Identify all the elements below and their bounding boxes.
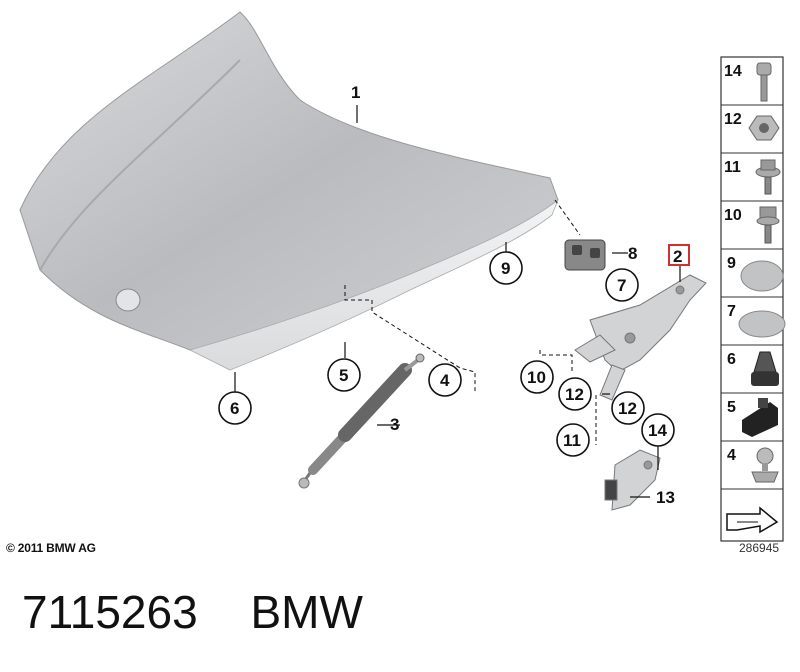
round-pad-icon-2 — [738, 310, 786, 338]
arrow-icon — [726, 506, 779, 534]
callout-14-circle — [641, 413, 675, 447]
callout-12a: 12 — [565, 385, 584, 404]
legend-number-11: 11 — [724, 159, 741, 176]
legend-number-4: 4 — [727, 447, 736, 464]
callout-4-circle — [428, 363, 462, 397]
legend-number-6: 6 — [727, 351, 736, 368]
callout-12b: 12 — [618, 399, 637, 418]
legend-number-7: 7 — [727, 303, 736, 320]
callout-11: 11 — [563, 431, 581, 450]
callout-7: 7 — [617, 276, 626, 295]
callout-6-circle — [218, 391, 252, 425]
gas-strut-illustration — [298, 353, 425, 489]
legend-number-10: 10 — [724, 207, 742, 224]
hood-illustration — [19, 11, 559, 371]
flange-bolt-icon — [755, 159, 781, 195]
ball-stud-icon — [751, 447, 779, 483]
part-number: 7115263 — [22, 586, 198, 638]
hinge-lower-illustration — [604, 449, 661, 511]
legend-number-12: 12 — [724, 111, 742, 128]
callout-3: 3 — [390, 415, 399, 434]
hex-nut-icon — [748, 115, 780, 141]
callout-5-circle — [327, 358, 361, 392]
image-number: 286945 — [739, 541, 780, 555]
callout-2: 2 — [673, 247, 682, 266]
leader-lines — [344, 199, 597, 445]
callout-8: 8 — [628, 244, 637, 263]
legend-number-5: 5 — [727, 399, 736, 416]
parts-diagram: 1 2 3 4 5 6 7 8 9 10 11 12 12 13 14 — [19, 11, 786, 542]
callout-12b-circle — [611, 391, 645, 425]
callout-12a-circle — [558, 377, 592, 411]
footer: 7115263 BMW — [22, 585, 363, 639]
legend-number-14: 14 — [724, 63, 742, 80]
parts-legend: 14 12 11 10 9 7 — [720, 56, 786, 542]
legend-number-9: 9 — [727, 255, 736, 272]
round-pad-icon — [740, 260, 784, 292]
striker-plate-illustration — [564, 239, 606, 271]
callout-4: 4 — [440, 371, 450, 390]
callout-2-highlight — [668, 244, 690, 266]
callout-6: 6 — [230, 399, 239, 418]
callout-14: 14 — [648, 421, 667, 440]
callout-13: 13 — [656, 488, 675, 507]
collar-bolt-icon — [756, 206, 780, 244]
copyright-text: © 2011 BMW AG — [6, 541, 96, 555]
callout-1: 1 — [351, 83, 360, 102]
callout-7-circle — [605, 268, 639, 302]
callout-9-circle — [489, 251, 523, 285]
hinge-illustration — [574, 274, 707, 401]
callout-10-circle — [520, 360, 554, 394]
rubber-buffer-icon — [751, 351, 779, 386]
clip-icon — [742, 398, 778, 437]
callout-11-circle — [556, 423, 590, 457]
brand-name: BMW — [250, 586, 363, 638]
callouts: 1 2 3 4 5 6 7 8 9 10 11 12 12 13 14 — [218, 83, 690, 507]
callout-9: 9 — [501, 259, 510, 278]
callout-5: 5 — [339, 366, 348, 385]
callout-10: 10 — [527, 368, 546, 387]
bolt-icon — [756, 62, 772, 102]
